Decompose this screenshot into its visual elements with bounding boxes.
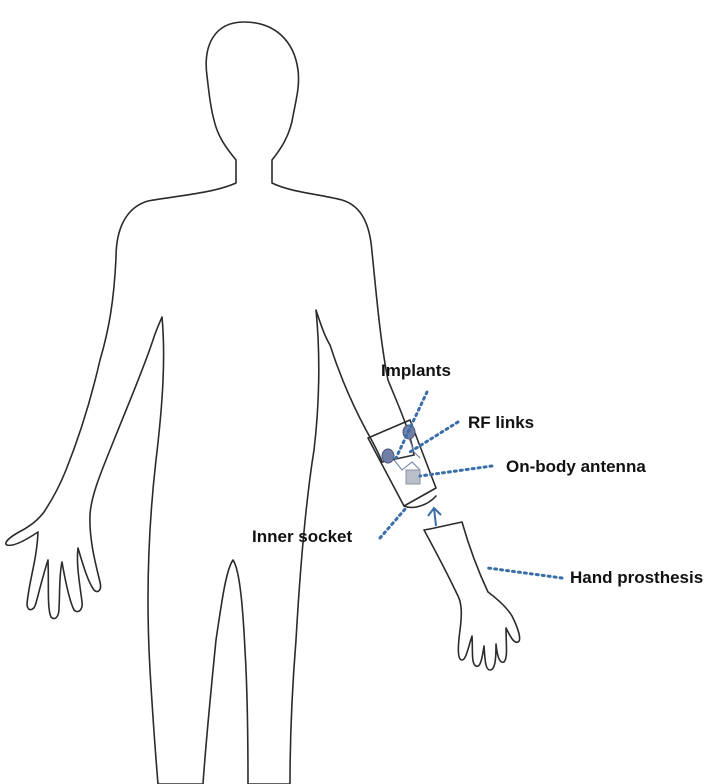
label-hand-prosthesis: Hand prosthesis (570, 568, 703, 587)
hand-prosthesis-shape (424, 522, 520, 670)
leader-hand-prosthesis (488, 568, 562, 578)
label-rf-links: RF links (468, 413, 534, 432)
on-body-antenna-shape (406, 470, 420, 484)
leader-implants (396, 392, 427, 458)
inner-socket-shape (368, 420, 436, 506)
leader-on-body-antenna (420, 466, 492, 476)
implant-dot (382, 449, 394, 463)
connection-arrow (428, 508, 441, 526)
leader-inner-socket (380, 508, 406, 538)
label-inner-socket: Inner socket (252, 527, 352, 546)
label-on-body-antenna: On-body antenna (506, 457, 646, 476)
human-body-outline (6, 22, 414, 784)
label-implants: Implants (381, 361, 451, 380)
